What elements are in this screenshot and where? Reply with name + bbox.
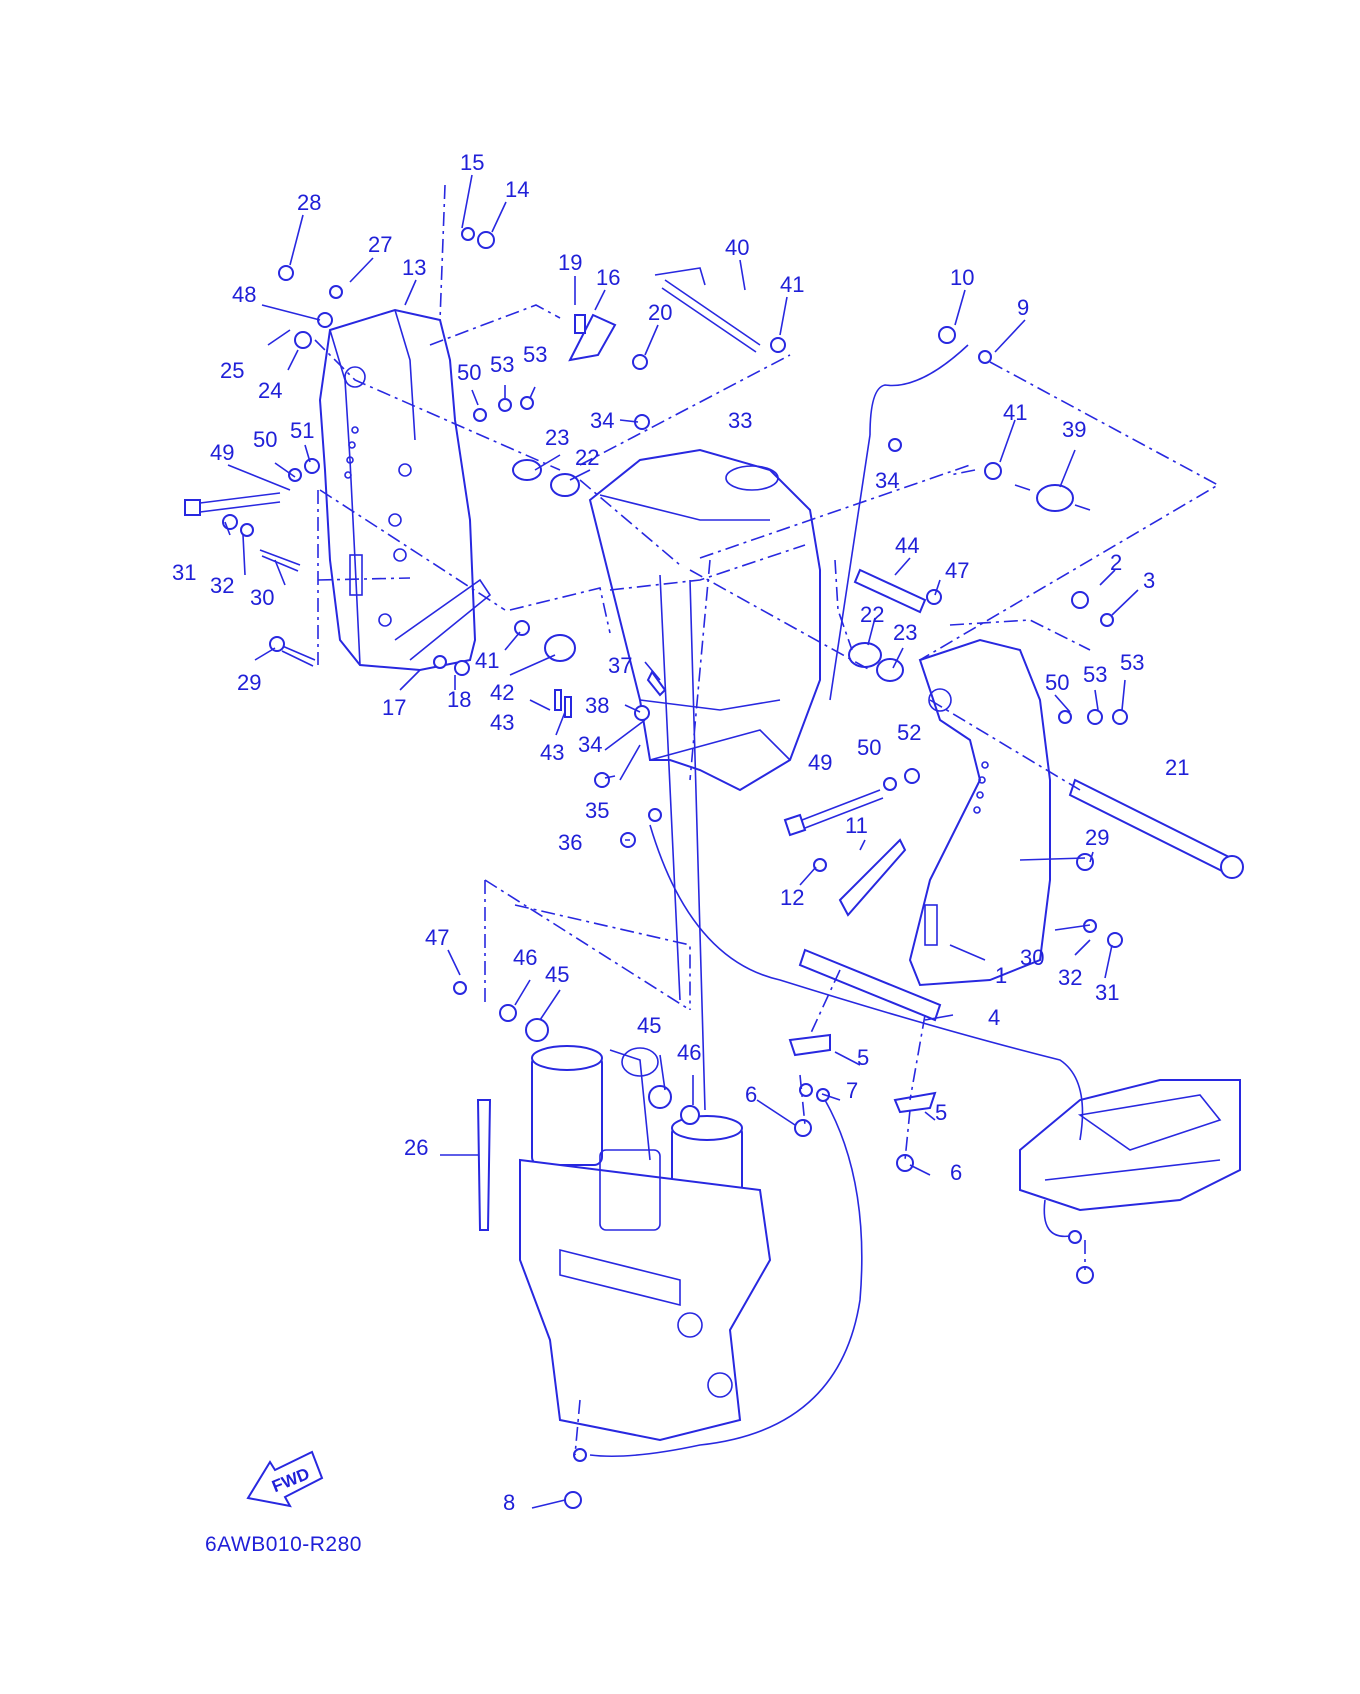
callout-43-b: 43	[540, 740, 564, 765]
callout-44: 44	[895, 533, 919, 558]
callout-47-b: 47	[425, 925, 449, 950]
callout-8: 8	[503, 1490, 515, 1515]
callout-7: 7	[846, 1078, 858, 1103]
callout-30-a: 30	[250, 585, 274, 610]
callout-23-a: 23	[545, 425, 569, 450]
callout-labels: 15 14 28 27 13 48 25 24 19 16 20 40 41 1…	[172, 150, 1189, 1515]
callout-21: 21	[1165, 755, 1189, 780]
callout-17: 17	[382, 695, 406, 720]
callout-48: 48	[232, 282, 256, 307]
callout-30-b: 30	[1020, 945, 1044, 970]
callout-34-b: 34	[875, 468, 899, 493]
callout-53-d: 53	[1120, 650, 1144, 675]
callout-29-b: 29	[1085, 825, 1109, 850]
callout-22-a: 22	[575, 445, 599, 470]
callout-45-b: 45	[637, 1013, 661, 1038]
callout-50-a: 50	[457, 360, 481, 385]
callout-23-b: 23	[893, 620, 917, 645]
callout-34-a: 34	[590, 408, 614, 433]
callout-32-b: 32	[1058, 965, 1082, 990]
callout-10: 10	[950, 265, 974, 290]
callout-33: 33	[728, 408, 752, 433]
callout-19: 19	[558, 250, 582, 275]
callout-32-a: 32	[210, 573, 234, 598]
callout-2: 2	[1110, 550, 1122, 575]
callout-18: 18	[447, 687, 471, 712]
callout-26: 26	[404, 1135, 428, 1160]
callout-51: 51	[290, 418, 314, 443]
callout-29-a: 29	[237, 670, 261, 695]
callout-11: 11	[845, 813, 868, 838]
callout-20: 20	[648, 300, 672, 325]
callout-22-b: 22	[860, 602, 884, 627]
callout-13: 13	[402, 255, 426, 280]
fwd-arrow: FWD	[246, 1450, 324, 1508]
callout-1: 1	[995, 963, 1007, 988]
callout-31-b: 31	[1095, 980, 1119, 1005]
assembly-lines	[314, 184, 1220, 1456]
callout-14: 14	[505, 177, 529, 202]
callout-5-a: 5	[857, 1045, 869, 1070]
callout-53-c: 53	[1083, 662, 1107, 687]
callout-6-a: 6	[745, 1082, 757, 1107]
callout-53-a: 53	[490, 352, 514, 377]
callout-27: 27	[368, 232, 392, 257]
callout-41-top: 41	[780, 272, 804, 297]
callout-38: 38	[585, 693, 609, 718]
callout-28: 28	[297, 190, 321, 215]
callout-43-a: 43	[490, 710, 514, 735]
callout-46-a: 46	[513, 945, 537, 970]
callout-50-c: 50	[1045, 670, 1069, 695]
callout-40: 40	[725, 235, 749, 260]
callout-49-a: 49	[210, 440, 234, 465]
callout-39: 39	[1062, 417, 1086, 442]
callout-25: 25	[220, 358, 244, 383]
left-clamp-bracket	[318, 308, 492, 672]
callout-47-a: 47	[945, 558, 969, 583]
callout-37: 37	[608, 653, 632, 678]
callout-12: 12	[780, 885, 804, 910]
callout-41-c: 41	[475, 648, 499, 673]
callout-50-d: 50	[857, 735, 881, 760]
wiring	[589, 344, 1084, 1458]
callout-31-a: 31	[172, 560, 196, 585]
callout-34-c: 34	[578, 732, 602, 757]
lower-cowl-piece	[1019, 1079, 1241, 1212]
callout-42: 42	[490, 680, 514, 705]
callout-49-b: 49	[808, 750, 832, 775]
callout-9: 9	[1017, 295, 1029, 320]
callout-45-a: 45	[545, 962, 569, 987]
callout-6-b: 6	[950, 1160, 962, 1185]
callout-41-b: 41	[1003, 400, 1027, 425]
callout-5-b: 5	[935, 1100, 947, 1125]
callout-36: 36	[558, 830, 582, 855]
callout-24: 24	[258, 378, 282, 403]
callout-15: 15	[460, 150, 484, 175]
callout-50-b: 50	[253, 427, 277, 452]
callout-4: 4	[988, 1005, 1000, 1030]
hardware	[184, 227, 1244, 1509]
callout-leaders	[224, 174, 1139, 1509]
diagram-code: 6AWB010-R280	[205, 1533, 362, 1556]
callout-52: 52	[897, 720, 921, 745]
callout-53-b: 53	[523, 342, 547, 367]
callout-3: 3	[1143, 568, 1155, 593]
callout-46-b: 46	[677, 1040, 701, 1065]
callout-16: 16	[596, 265, 620, 290]
tilt-trim-unit	[519, 1045, 772, 1442]
right-clamp-bracket	[908, 638, 1051, 987]
callout-35: 35	[585, 798, 609, 823]
